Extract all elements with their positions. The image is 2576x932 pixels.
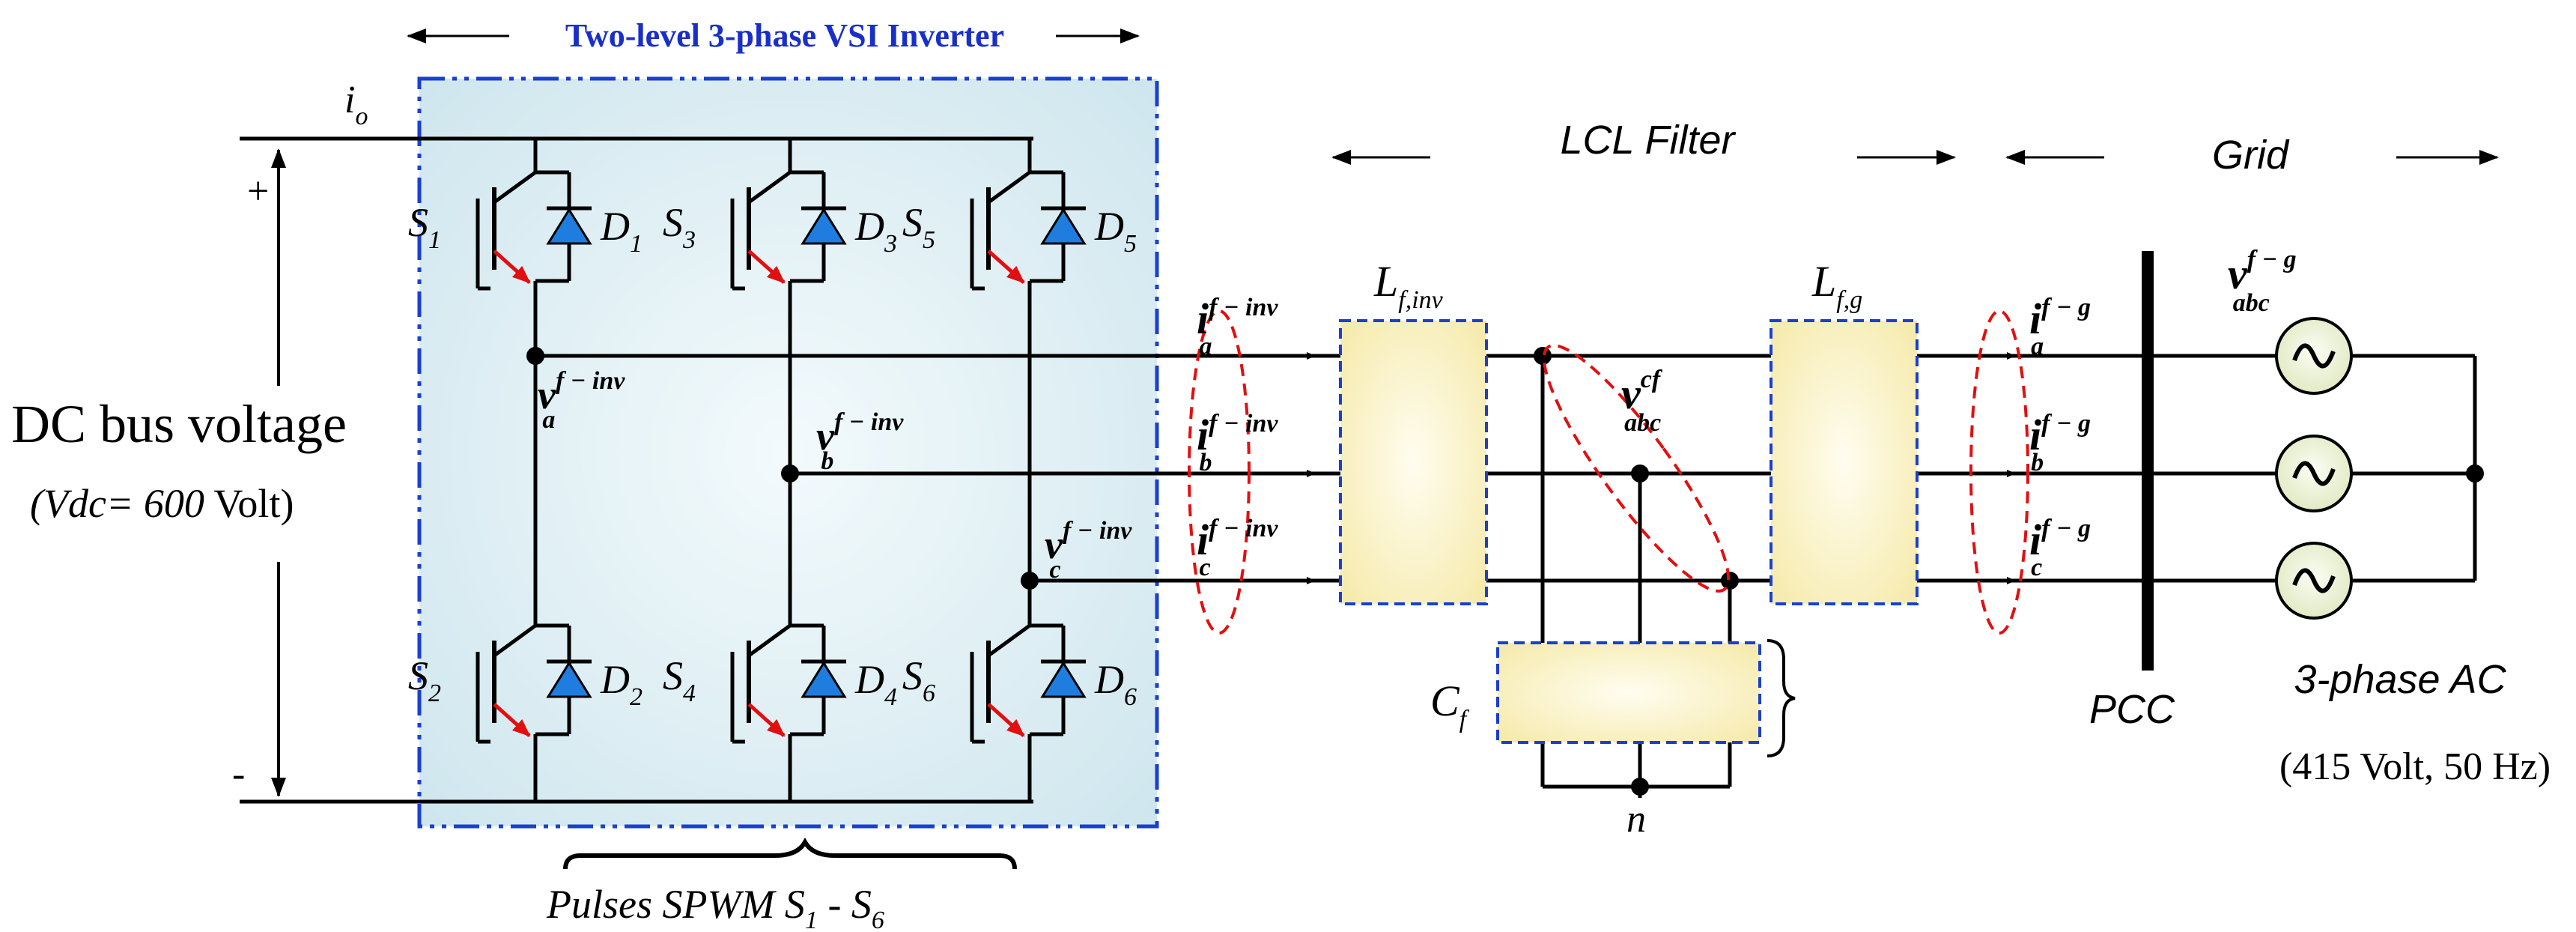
igbt-switch-3: S3 D3 (663, 139, 897, 473)
switch-label-4: S4 (663, 653, 696, 707)
node-cap-b (1631, 465, 1649, 482)
pcc-busbar (2142, 251, 2154, 671)
switch-label-1: S1 (408, 200, 441, 254)
cf-brace (1767, 639, 1796, 757)
pulses-label: Pulses SPWM S1 - S6 (546, 882, 884, 932)
lf-inv-label: Lf,inv (1373, 257, 1444, 314)
diode-label-6: D6 (1094, 657, 1137, 711)
ac-source-c (2275, 542, 2353, 620)
sine-icon (2292, 568, 2336, 593)
inverter-title: Two-level 3-phase VSI Inverter (565, 17, 1004, 54)
diode-6 (1040, 659, 1087, 698)
pcc-label: PCC (2089, 687, 2175, 732)
igbt-switch-5: S5 D5 (902, 139, 1137, 581)
capacitor-cf (1496, 641, 1761, 744)
lcl-filter-header: LCL Filter (1560, 118, 1736, 163)
diode-label-2: D2 (600, 657, 643, 711)
ac-label: 3-phase AC (2294, 657, 2506, 702)
inv-current-ellipse (1188, 309, 1251, 635)
diode-4 (801, 659, 847, 698)
dc-current-label: io (344, 79, 368, 130)
diode-label-3: D3 (854, 204, 897, 258)
cf-label: Cf (1430, 677, 1470, 733)
node-cap-c (1721, 572, 1739, 590)
ac-sources (2275, 317, 2353, 620)
diode-label-5: D5 (1094, 204, 1137, 258)
grid-current-ellipse (1969, 309, 2029, 635)
ac-source-b (2275, 435, 2353, 512)
igbt-switch-4: S4 D4 (663, 592, 897, 802)
diode-3 (801, 206, 847, 245)
ac-spec: (415 Volt, 50 Hz) (2279, 745, 2551, 788)
diode-2 (546, 659, 592, 698)
igbt-switch-6: S6 D6 (902, 592, 1137, 802)
igbt-switch-2: S2 D2 (408, 592, 643, 802)
inductor-lf-g (1770, 319, 1919, 605)
dc-plus: + (247, 170, 269, 213)
switch-label-2: S2 (408, 653, 441, 707)
igbt-switch-1: S1 D1 (408, 139, 643, 356)
dc-bus (240, 136, 1033, 804)
switch-label-5: S5 (902, 200, 935, 254)
diode-label-1: D1 (600, 204, 643, 258)
dc-bus-value: (Vdc= 600 Volt) (30, 481, 294, 526)
dc-bus-label: DC bus voltage (11, 394, 347, 454)
grid-header: Grid (2212, 133, 2290, 178)
neutral-label: n (1626, 798, 1646, 841)
lf-g-label: Lf,g (1811, 257, 1862, 314)
diode-5 (1040, 206, 1087, 245)
vcf-ellipse (1542, 344, 1731, 593)
star-node (2466, 465, 2484, 482)
pulses-brace (563, 837, 1017, 870)
switch-label-6: S6 (902, 653, 935, 707)
sine-icon (2292, 461, 2336, 486)
ac-source-a (2275, 317, 2353, 395)
switch-label-3: S3 (663, 200, 696, 254)
diode-1 (546, 206, 592, 245)
dc-minus: - (232, 753, 245, 796)
diode-label-4: D4 (854, 657, 897, 711)
sine-icon (2292, 343, 2336, 369)
node-cap-a (1534, 347, 1552, 365)
node-neutral (1631, 778, 1649, 796)
inductor-lf-inv (1339, 319, 1488, 605)
